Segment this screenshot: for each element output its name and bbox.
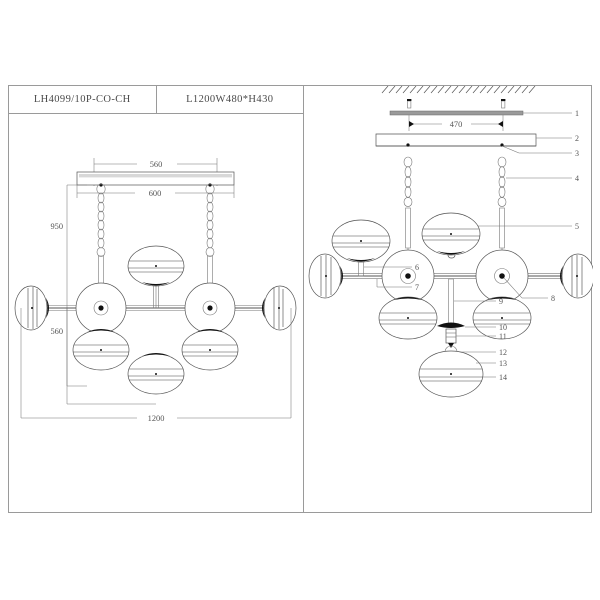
callout-9-label: 9 [499,297,503,306]
globe-shade-lower-center [127,353,185,395]
detail-hub-left [381,249,435,303]
globe-shade-side-left [14,285,49,331]
callout-14: 14 [483,373,507,382]
callout-6-label: 6 [415,263,419,272]
model-code-text: LH4099/10P-CO-CH [33,94,131,105]
title-block-size-cell: L1200W480*H430 [157,86,304,113]
dimension-560-side-label: 560 [50,327,63,336]
lamp-socket [445,328,457,344]
globe-shade-lower-left [72,329,130,371]
callout-1-label: 1 [575,109,579,118]
globe-shade-upper-center [127,245,185,287]
center-drop-rod [448,278,454,325]
callout-11: 11 [456,332,507,341]
callout-1: 1 [523,109,579,118]
detail-shade-lower-left [378,296,438,340]
detail-horizontal-arm [324,273,576,279]
callout-12-label: 12 [499,348,507,357]
detail-shade-side-right [560,253,593,299]
callout-6: 6 [364,263,419,272]
canopy-plate [375,133,537,147]
title-block: LH4099/10P-CO-CH L1200W480*H430 [9,86,303,114]
horizontal-arm [27,282,287,311]
dimension-1200: 1200 [20,308,292,423]
detail-hub-right [475,249,529,303]
ceiling-bar [76,171,235,187]
front-elevation-drawing: 560 600 [14,158,297,423]
detail-shade-upper-left [331,219,391,263]
callout-4: 4 [506,174,579,183]
callout-11-label: 11 [499,332,507,341]
detail-shade-bottom [418,350,484,398]
callout-2: 2 [536,134,579,143]
detail-shade-upper-center [421,212,481,256]
right-drawing-panel: 1 470 2 [304,86,593,512]
suspension-chain-right [205,183,215,257]
short-stem [358,261,364,277]
callout-3-label: 3 [575,149,579,158]
callout-7: 7 [376,279,419,292]
size-code-text: L1200W480*H430 [186,94,274,105]
panel-divider [303,86,304,512]
callout-3: 3 [501,145,579,158]
callout-8: 8 [503,277,555,303]
detail-shade-side-left [308,253,343,299]
dimension-600-label: 600 [149,189,162,198]
callout-4-label: 4 [575,174,579,183]
dimension-560-side: 560 [50,308,156,405]
callout-14-label: 14 [499,373,507,382]
callout-9: 9 [454,297,503,306]
callout-12: 12 [457,348,507,357]
callout-5-label: 5 [575,222,579,231]
title-block-model-cell: LH4099/10P-CO-CH [9,86,157,113]
assembly-detail-drawing: 1 470 2 [308,86,593,398]
globe-shade-side-right [262,285,297,331]
detail-chain-left [403,156,413,207]
drop-collar [437,322,465,328]
callout-13: 13 [476,359,507,368]
left-drawing-panel: 560 600 [9,86,303,512]
callout-10: 10 [465,323,507,332]
detail-shade-lower-right [472,296,532,340]
suspension-chain-left [96,183,106,257]
dimension-470-label: 470 [450,120,463,129]
drawing-sheet-frame: LH4099/10P-CO-CH L1200W480*H430 560 [8,85,593,513]
dimension-1200-label: 1200 [148,414,165,423]
dimension-560-top-label: 560 [150,160,163,169]
callout-13-label: 13 [499,359,507,368]
mounting-bracket [389,110,524,116]
callout-8-label: 8 [551,294,555,303]
dimension-950-label: 950 [50,222,63,231]
globe-shade-upper-right [181,329,239,371]
callout-7-label: 7 [415,283,419,292]
callout-2-label: 2 [575,134,579,143]
dimension-470: 470 [408,115,504,131]
ceiling-hatch [381,86,536,94]
mounting-screws [407,99,506,109]
dimension-600: 600 [76,185,235,198]
callout-10-label: 10 [499,323,507,332]
detail-chain-right [497,156,507,207]
hub-ring-left [75,282,127,334]
hub-ring-right [184,282,236,334]
